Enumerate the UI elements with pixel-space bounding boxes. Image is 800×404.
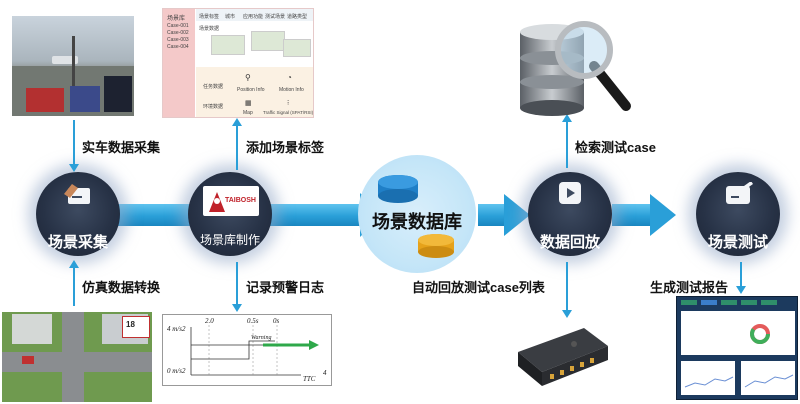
simulation-scene-image: 18 [2,312,152,402]
traffic-light-icon: ⁝ [287,100,290,107]
plot-tick-2: 2.0 [205,317,214,325]
flow-arrow-to-playback [478,194,530,236]
case-item: Case-003 [167,37,189,43]
section-scene-data: 场景数据 [199,26,220,32]
dashboard-tab [681,300,697,305]
plot-y-bottom-label: 0 m/s2 [167,367,186,375]
sim-speed-sign: 18 [126,320,135,329]
scene-testing-label: 场景测试 [707,234,768,251]
dashboard-tab [741,300,757,305]
plot-tick-05: 0.5s [247,317,259,325]
database-search-icon [520,21,631,116]
connector-real-car [73,120,75,166]
connector-report-arrowhead [736,286,746,294]
plot-x-label: TTC [303,375,316,383]
connector-search-arrowhead [562,114,572,122]
caption-simulation-conversion: 仿真数据转换 [82,280,161,295]
motion-info-label: Motion Info [279,87,304,93]
caption-search-test-case: 检索测试case [575,140,656,155]
scene-thumb [283,39,311,57]
plot-warning-label: Warning [251,335,272,341]
scene-library-panel: 场景库 Case-001 Case-002 Case-003 Case-004 … [162,8,314,118]
connector-search [566,120,568,168]
test-report-dashboard [676,296,798,400]
case-item: Case-001 [167,23,189,29]
connector-tags [236,124,238,170]
caption-record-warning-log: 记录预警日志 [246,280,325,295]
connector-real-car-arrowhead [69,164,79,172]
scene-collection-label: 场景采集 [47,234,108,251]
caption-real-vehicle-collection: 实车数据采集 [82,140,161,155]
dashboard-summary-card [681,311,795,355]
flow-arrow-to-testing [612,194,676,236]
panel-header: 场景库 [167,16,186,22]
scene-database-hub [358,155,476,273]
position-info-label: Position Info [237,87,265,93]
plot-y-top-label: 4 m/s2 [167,325,186,333]
plot-x-end: 4 [323,369,327,377]
dashboard-tab [701,300,717,305]
dashboard-tab [761,300,777,305]
scene-collection-node [36,172,120,256]
warning-log-plot: 4 m/s2 0 m/s2 2.0 0.5s 0s Warning TTC 4 [162,314,332,386]
section-env-data: 环境数据 [203,104,224,110]
panel-tab: 测试场景 [265,14,286,20]
scene-thumb [211,35,245,55]
plot-tick-0: 0s [273,317,280,325]
connector-simulation [73,266,75,306]
scene-thumb [251,31,285,51]
case-item: Case-004 [167,44,189,50]
dashboard-donut [750,324,770,344]
panel-tab: 场景标签 [199,14,220,20]
caption-generate-report: 生成测试报告 [650,280,729,295]
playback-device-image [518,328,608,386]
real-car-photo [12,16,134,116]
case-item: Case-002 [167,30,189,36]
traffic-signal-label: Traffic Signal (SPAT/RSI) [263,110,314,115]
library-production-label: 场景库制作 [199,233,260,247]
caption-add-scene-tags: 添加场景标签 [246,140,325,155]
panel-tab: 城市 [225,14,236,20]
caption-auto-playback-list: 自动回放测试case列表 [412,280,545,295]
dashboard-chart-card [681,361,735,395]
database-stack-icon [378,175,454,258]
connector-warning-log-arrowhead [232,304,242,312]
edit-card-icon [726,182,753,204]
panel-tab: 应用功能 [243,14,264,20]
section-task-data: 任务数据 [203,84,224,90]
connector-device-arrowhead [562,310,572,318]
gauge-icon: ◔ [287,73,292,82]
scene-database-label: 场景数据库 [372,212,462,232]
play-icon [559,182,581,204]
map-icon: ▦ [245,100,252,107]
document-hand-icon [64,184,90,204]
connector-simulation-arrowhead [69,260,79,268]
taibosh-logo-text: TAIBOSH [225,197,256,204]
map-label: Map [243,110,253,116]
connector-report [740,262,742,288]
dashboard-lines [684,374,794,388]
connector-tags-arrowhead [232,118,242,126]
data-playback-label: 数据回放 [539,234,600,251]
taibosh-logo: TAIBOSH [203,186,259,216]
connector-device [566,262,568,312]
dashboard-tab [721,300,737,305]
location-pin-icon: ⚲ [245,73,251,82]
plot-curves [190,325,319,376]
connector-warning-log [236,262,238,306]
panel-tab: 道路类型 [287,14,308,20]
